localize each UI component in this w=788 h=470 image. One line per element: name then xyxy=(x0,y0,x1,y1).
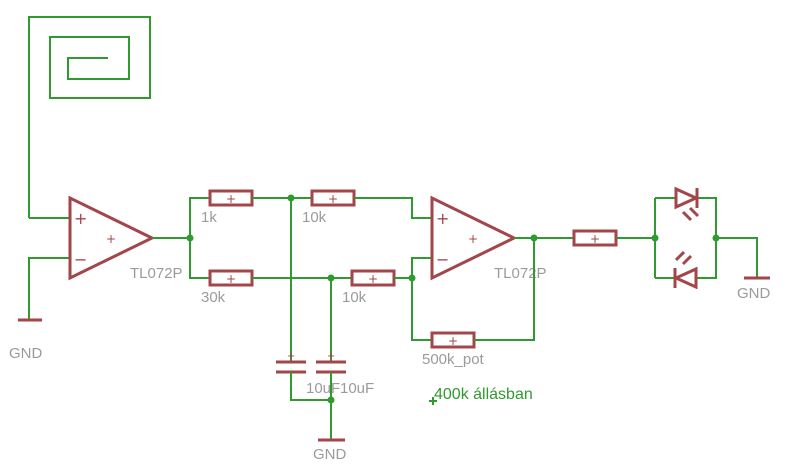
resistor-10k-top-label: 10k xyxy=(302,209,327,226)
note-origin-cross xyxy=(429,397,437,405)
wire-leds-to-gnd xyxy=(716,237,758,278)
resistor-30k-mark: + xyxy=(226,272,236,286)
opamp2-minus-sign: − xyxy=(436,250,449,269)
opamp1-label: TL072P xyxy=(130,265,183,282)
gnd-label-bottom: GND xyxy=(313,446,347,463)
wire-capacitors-to-gnd xyxy=(290,372,332,401)
opamp2-label: TL072P xyxy=(494,265,547,282)
resistor-1k-label: 1k xyxy=(201,209,217,226)
opamp-1 xyxy=(68,195,156,281)
wire-10k-top-to-opamp2-plus xyxy=(354,197,432,219)
opamp2-plus-sign: + xyxy=(436,209,449,228)
opamp1-power-mark: + xyxy=(106,232,116,246)
resistor-10k-top-mark: + xyxy=(328,192,338,206)
resistor-output-mark: + xyxy=(590,232,600,246)
resistor-1k-mark: + xyxy=(226,192,236,206)
wire-out-to-1k xyxy=(189,197,210,238)
junction-opamp2-out xyxy=(530,234,538,242)
capacitor-c2-mark: + xyxy=(327,351,335,362)
gnd-label-right: GND xyxy=(737,285,771,302)
led-top-icon xyxy=(674,186,700,222)
potentiometer-label: 500k_pot xyxy=(422,351,485,368)
wire-opamp1-minus-to-gnd xyxy=(28,257,70,320)
capacitor-c2 xyxy=(316,360,346,374)
opamp1-minus-sign: − xyxy=(74,250,87,269)
opamp2-power-mark: + xyxy=(468,232,478,246)
resistor-30k-label: 30k xyxy=(201,289,226,306)
wire-out-to-30k xyxy=(189,238,210,279)
wire-feedback-to-pot xyxy=(411,278,432,341)
resistor-10k-bottom-mark: + xyxy=(368,272,378,286)
gnd-label-left: GND xyxy=(9,345,43,362)
wire-pot-to-output xyxy=(474,238,535,341)
capacitor-c1-mark: + xyxy=(287,351,295,362)
resistor-10k-bottom-label: 10k xyxy=(342,289,367,306)
capacitor-c1-label: 10uF xyxy=(306,380,340,397)
opamp1-plus-sign: + xyxy=(74,209,87,228)
led-bottom-icon xyxy=(672,250,698,290)
potentiometer-mark: + xyxy=(448,334,458,348)
opamp-2 xyxy=(430,195,518,281)
capacitor-c2-label: 10uF xyxy=(340,380,374,397)
spiral-antenna xyxy=(28,16,151,218)
capacitor-c1 xyxy=(276,360,306,374)
wire-10k-bottom-to-opamp2-minus xyxy=(394,257,432,279)
note-text: 400k állásban xyxy=(434,386,533,403)
